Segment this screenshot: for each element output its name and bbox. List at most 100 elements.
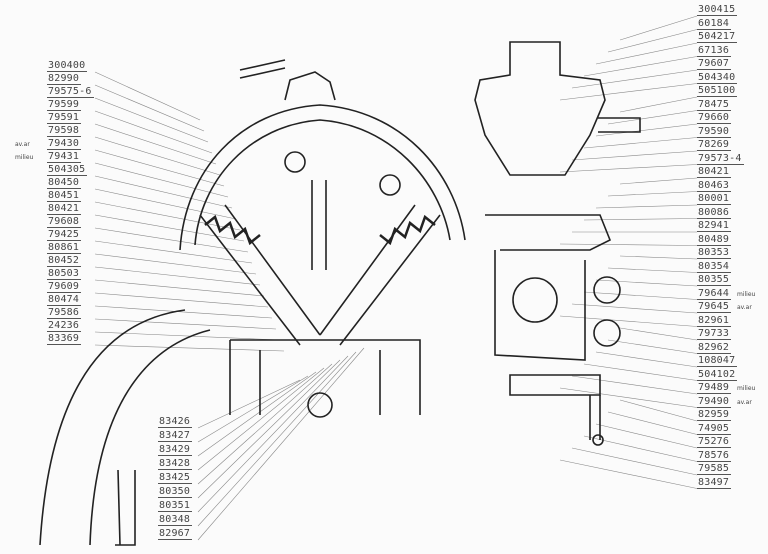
cylinder-head-outline xyxy=(39,41,641,546)
part-number-label: 79575-6 xyxy=(47,86,94,98)
leader-line xyxy=(559,459,698,489)
part-number-label: 79733 xyxy=(697,328,732,340)
part-number-label: 80450 xyxy=(47,177,82,189)
leader-line xyxy=(559,243,698,246)
part-number-label: 300415 xyxy=(697,4,738,16)
leader-line xyxy=(619,255,698,260)
leader-line xyxy=(94,266,261,286)
leader-line xyxy=(583,137,698,149)
part-number-label: 79608 xyxy=(47,216,82,228)
part-number-label: 504305 xyxy=(47,164,88,176)
part-number-label: 300400 xyxy=(47,60,88,72)
leader-line xyxy=(595,279,698,287)
position-note: av.ar xyxy=(737,304,752,311)
part-number-label: 79591 xyxy=(47,112,82,124)
part-number-label: 83426 xyxy=(158,416,193,428)
part-number-label: 504102 xyxy=(697,368,738,381)
leader-line xyxy=(595,351,698,368)
part-number-label: 78269 xyxy=(697,139,732,151)
part-number-label: 108047 xyxy=(697,355,738,367)
leader-line xyxy=(94,279,265,297)
leader-line xyxy=(94,71,201,121)
part-number-label: 79607 xyxy=(697,58,732,70)
part-number-label: 79609 xyxy=(47,281,82,293)
leader-line xyxy=(94,318,277,330)
leader-line xyxy=(607,110,698,125)
part-number-label: 74905 xyxy=(697,422,732,435)
leader-line xyxy=(197,347,365,541)
part-number-label: 60184 xyxy=(697,17,732,30)
part-number-label: 79489 xyxy=(697,382,732,394)
leader-line xyxy=(94,201,241,231)
part-number-label: 79660 xyxy=(697,112,732,124)
part-number-label: 82941 xyxy=(697,220,732,232)
leader-line xyxy=(94,188,237,220)
part-number-label: 83428 xyxy=(158,458,193,470)
leader-line xyxy=(571,303,698,314)
leader-line xyxy=(571,150,698,161)
part-number-label: 504217 xyxy=(697,31,738,43)
leader-line xyxy=(94,84,205,132)
leader-line xyxy=(197,355,349,513)
leader-line xyxy=(595,123,698,137)
part-number-label: 80421 xyxy=(47,203,82,215)
leader-line xyxy=(94,331,281,341)
leader-line xyxy=(571,447,698,476)
leader-line xyxy=(607,191,698,197)
part-number-label: 79490 xyxy=(697,395,732,408)
leader-line xyxy=(94,214,245,242)
part-number-label: 79425 xyxy=(47,229,82,241)
part-number-label: 83497 xyxy=(697,476,732,489)
leader-line xyxy=(583,218,698,221)
position-note: milieu xyxy=(737,290,756,298)
part-number-label: 83429 xyxy=(158,444,193,456)
leader-line xyxy=(583,363,698,381)
part-number-label: 24236 xyxy=(47,320,82,332)
part-number-label: 80348 xyxy=(158,514,193,526)
part-number-label: 79430 xyxy=(47,138,82,150)
leader-line xyxy=(583,435,698,462)
part-number-label: 80086 xyxy=(697,206,732,219)
leader-line xyxy=(619,96,698,113)
leader-line xyxy=(571,375,698,395)
leader-line xyxy=(619,15,698,41)
leader-line xyxy=(559,83,698,101)
part-number-label: 79573-4 xyxy=(697,152,744,165)
part-number-label: 82959 xyxy=(697,409,732,421)
leader-line xyxy=(197,379,301,429)
leader-line xyxy=(94,344,285,352)
leader-line xyxy=(559,387,698,408)
leader-line xyxy=(197,363,333,485)
part-number-label: 79599 xyxy=(47,99,82,111)
leader-line xyxy=(619,399,698,422)
leader-line xyxy=(583,56,698,77)
part-number-label: 82961 xyxy=(697,314,732,327)
part-number-label: 80474 xyxy=(47,294,82,306)
part-number-label: 83427 xyxy=(158,430,193,442)
position-note: milieu xyxy=(15,154,34,161)
part-number-label: 78475 xyxy=(697,98,732,111)
leader-line xyxy=(197,351,357,527)
part-number-label: 80355 xyxy=(697,274,732,286)
part-number-label: 80861 xyxy=(47,242,82,254)
part-number-label: 82962 xyxy=(697,341,732,354)
part-number-label: 80353 xyxy=(697,247,732,259)
leader-line xyxy=(607,29,698,53)
part-number-label: 79585 xyxy=(697,463,732,475)
leader-line xyxy=(607,339,698,354)
part-number-label: 79586 xyxy=(47,307,82,319)
leader-line xyxy=(595,42,698,65)
leader-line xyxy=(595,204,698,209)
part-number-label: 79431 xyxy=(47,151,82,163)
leader-line xyxy=(571,69,698,89)
part-number-label: 82990 xyxy=(47,73,82,85)
part-number-label: 83425 xyxy=(158,472,193,484)
part-number-label: 80001 xyxy=(697,193,732,205)
leader-line xyxy=(94,253,257,275)
leader-line xyxy=(197,367,325,471)
part-number-label: 79644 xyxy=(697,287,732,300)
leader-line xyxy=(197,359,341,499)
part-number-label: 504340 xyxy=(697,71,738,84)
leader-line xyxy=(197,371,317,457)
